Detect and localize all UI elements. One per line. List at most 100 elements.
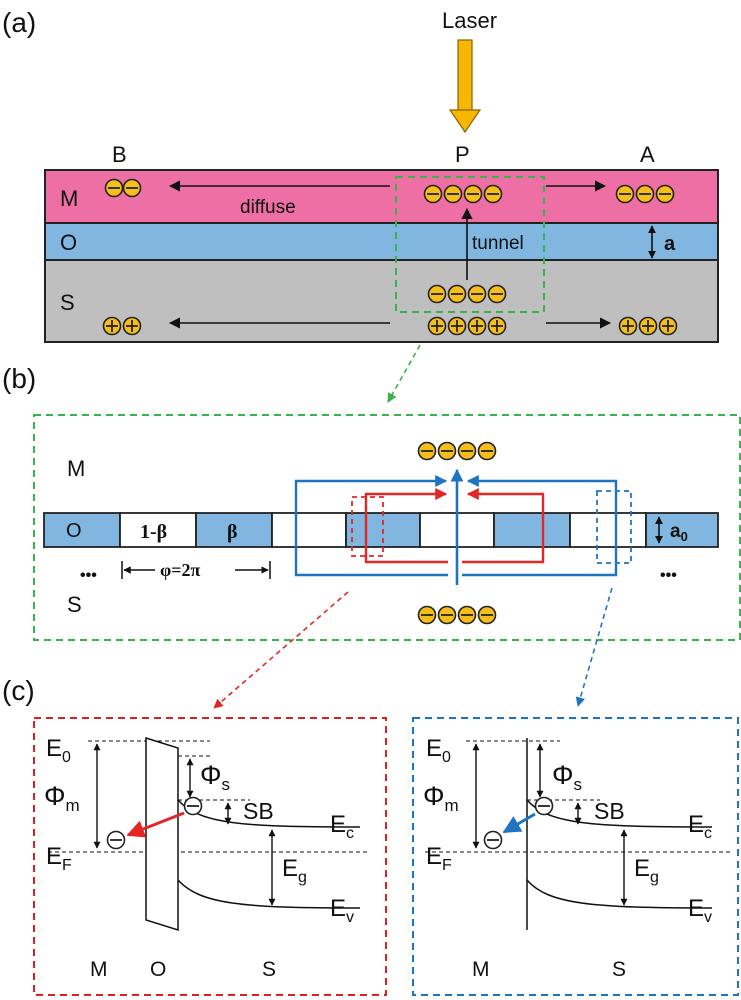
phi-m-label: Φm xyxy=(44,781,80,815)
hole xyxy=(638,316,658,336)
semiconductor-label: S xyxy=(67,592,82,617)
electron xyxy=(615,184,635,204)
semiconductor-label: S xyxy=(60,290,75,315)
band-diagram-mos: E0 Φm EF Φs SB Ec Eg Ev M O S xyxy=(33,717,387,996)
ec-label: Ec xyxy=(688,811,712,842)
metal-label: M xyxy=(67,456,85,481)
e0-label: E0 xyxy=(46,735,71,766)
ms-frame xyxy=(412,717,739,996)
blue-zoom-pointer xyxy=(575,587,613,707)
electron xyxy=(447,284,467,304)
hole xyxy=(102,316,122,336)
hole xyxy=(618,316,638,336)
electron xyxy=(437,605,457,625)
ef-label: EF xyxy=(46,843,72,874)
electron xyxy=(417,605,437,625)
point-b-label: B xyxy=(112,142,127,167)
electron xyxy=(427,284,447,304)
beta-label: β xyxy=(227,521,238,543)
ellipsis-left: ••• xyxy=(80,567,97,584)
hole xyxy=(658,316,678,336)
electron xyxy=(477,441,497,461)
thickness-label: a0 xyxy=(670,521,688,544)
laser-label: Laser xyxy=(442,8,497,33)
hole xyxy=(447,316,467,336)
electron xyxy=(122,178,142,198)
hole xyxy=(427,316,447,336)
valence-band xyxy=(526,879,713,909)
panel-c: (c) xyxy=(2,587,613,709)
oxide-label: O xyxy=(60,230,77,255)
sb-label: SB xyxy=(594,798,625,824)
eg-label: Eg xyxy=(634,855,659,886)
electron xyxy=(487,284,507,304)
zoom-frame xyxy=(33,414,741,641)
ev-label: Ev xyxy=(330,895,354,926)
semiconductor-label: S xyxy=(612,958,626,981)
hole xyxy=(122,316,142,336)
metal-label: M xyxy=(90,958,108,981)
mos-frame xyxy=(33,717,387,996)
semiconductor-layer xyxy=(44,259,719,343)
tunnel-label: tunnel xyxy=(472,233,524,254)
phi-s-label: Φs xyxy=(200,760,230,794)
electron xyxy=(437,441,457,461)
one-minus-beta-label: 1-β xyxy=(140,521,167,543)
sb-label: SB xyxy=(243,798,274,824)
phi-m-label: Φm xyxy=(423,781,459,815)
hole xyxy=(487,316,507,336)
electron xyxy=(104,178,124,198)
ev-label: Ev xyxy=(688,895,712,926)
metal-layer xyxy=(44,169,719,224)
electron xyxy=(463,184,483,204)
diffuse-label: diffuse xyxy=(240,197,296,218)
electron xyxy=(477,605,497,625)
panel-a: (a) Laser B P A M O S xyxy=(2,7,719,403)
electron xyxy=(655,184,675,204)
electron xyxy=(457,605,477,625)
electron xyxy=(183,796,203,816)
band-diagram-ms: E0 Φm EF Φs SB Ec Eg Ev M S xyxy=(412,717,739,996)
panel-b-label: (b) xyxy=(2,363,36,394)
valence-band xyxy=(177,879,361,909)
electron xyxy=(443,184,463,204)
red-tunnel-path xyxy=(364,488,545,564)
ec-label: Ec xyxy=(330,811,354,842)
semiconductor-label: S xyxy=(262,958,276,981)
tunnel-arrow xyxy=(502,812,536,834)
electron xyxy=(483,184,503,204)
eg-label: Eg xyxy=(282,855,307,886)
e0-label: E0 xyxy=(426,735,451,766)
metal-label: M xyxy=(472,958,490,981)
ef-label: EF xyxy=(426,843,452,874)
blue-zoom-box xyxy=(596,490,632,564)
tunnel-arrow xyxy=(126,811,185,838)
metal-label: M xyxy=(60,186,78,211)
blue-tunnel-path xyxy=(294,468,618,585)
electron xyxy=(483,830,503,850)
electron xyxy=(106,830,126,850)
oxide-barrier xyxy=(145,736,179,932)
red-zoom-pointer xyxy=(213,591,349,709)
oxide-label: O xyxy=(66,520,82,542)
point-a-label: A xyxy=(640,142,655,167)
point-p-label: P xyxy=(455,142,470,167)
oxide-layer xyxy=(44,222,719,261)
zoom-pointer-arrow xyxy=(387,344,421,403)
electron xyxy=(467,284,487,304)
electron xyxy=(534,796,554,816)
phi-s-label: Φs xyxy=(552,760,582,794)
thickness-label: a xyxy=(664,233,676,255)
panel-b: (b) M S O 1-β β a0 ••• ••• φ=2π xyxy=(2,363,741,641)
oxide-label: O xyxy=(150,958,166,981)
electron xyxy=(423,184,443,204)
electron xyxy=(635,184,655,204)
electron xyxy=(417,441,437,461)
ellipsis-right: ••• xyxy=(660,567,677,584)
panel-a-label: (a) xyxy=(2,7,36,38)
electron xyxy=(457,441,477,461)
laser-arrow xyxy=(448,39,482,134)
zoom-region-box xyxy=(395,176,545,313)
panel-c-label: (c) xyxy=(2,675,35,706)
